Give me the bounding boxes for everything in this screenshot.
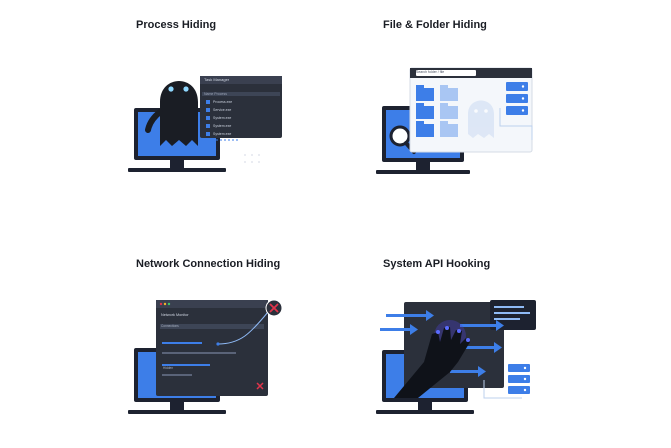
network-monitor-title: Network Monitor [161,313,189,317]
process-icon [206,116,210,120]
task-manager: Task Manager Name Process Process.exe Se… [200,76,282,138]
folder-icon [416,85,458,137]
process-row[interactable]: System.exe [206,122,276,130]
panel-title-process-hiding: Process Hiding [136,19,217,31]
process-name: System.exe [213,124,232,128]
api-hooking-illustration [376,300,536,414]
search-field[interactable]: Search folder / file [416,70,445,74]
close-icon [256,382,264,390]
process-row[interactable]: Process.exe [206,98,276,106]
process-icon [206,132,210,136]
task-manager-window [200,76,282,138]
server-icon [508,364,530,394]
process-name: Process.exe [213,100,233,104]
ghost-icon [145,81,198,146]
ghost-icon [468,100,494,138]
panel-title-network-hiding: Network Connection Hiding [136,258,281,270]
process-list: Process.exe Service.exe System.exe Syste… [206,98,276,138]
process-name: System.exe [213,116,232,120]
task-manager-title: Task Manager [204,77,230,82]
panel-title-api-hooking: System API Hooking [383,258,491,270]
server-icon [506,82,528,115]
process-name: System.exe [213,132,232,136]
close-icon [265,299,283,317]
process-icon [206,100,210,104]
network-row-label: Connections [161,324,179,328]
process-icon [206,124,210,128]
network-row-label: Hidden [163,366,174,370]
arrow-icon [380,310,504,377]
process-row[interactable]: System.exe [206,130,276,138]
process-row[interactable]: Service.exe [206,106,276,114]
task-manager-header: Name Process [204,92,227,96]
process-icon [206,108,210,112]
file-folder-hiding-illustration [376,67,533,174]
process-row[interactable]: System.exe [206,114,276,122]
panel-title-file-folder-hiding: File & Folder Hiding [383,19,487,31]
robot-hand-icon [394,320,470,398]
process-name: Service.exe [213,108,232,112]
process-hiding-illustration [128,76,282,172]
network-hiding-illustration [128,299,283,414]
network-monitor-window [156,300,268,396]
